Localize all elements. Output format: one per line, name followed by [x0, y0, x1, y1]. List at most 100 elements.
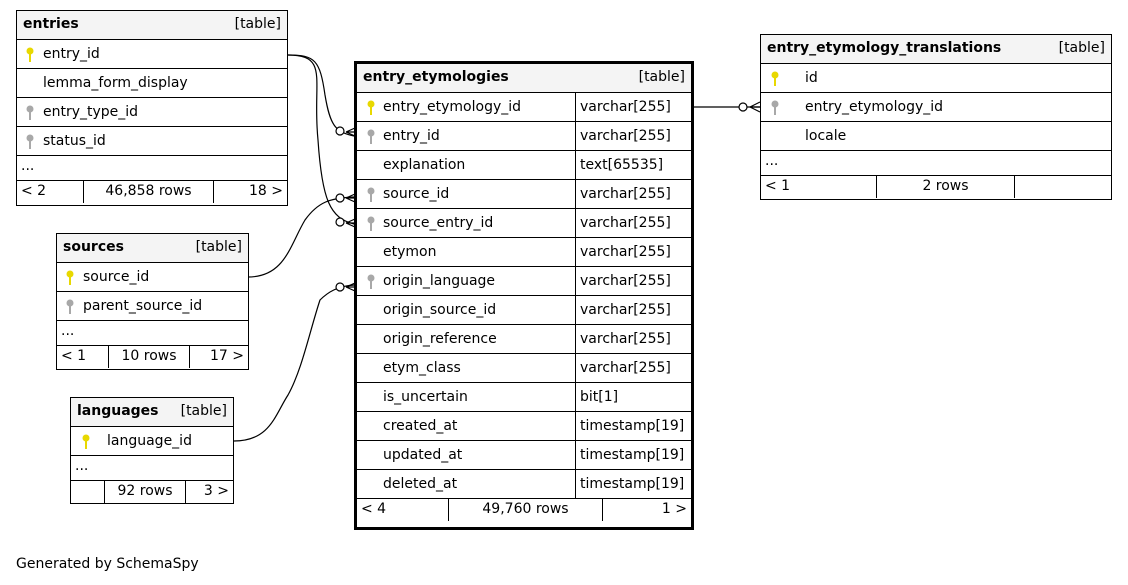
column-name: id [805, 70, 818, 86]
link-sources-to-source-id [247, 196, 355, 278]
column-name: source_id [383, 186, 450, 202]
column-row[interactable]: origin_language varchar[255] [357, 267, 691, 296]
more-columns: ... [17, 156, 287, 181]
foreign-key-icon [26, 134, 34, 149]
table-languages[interactable]: languages [table] language_id ... 92 row… [70, 397, 234, 504]
foreign-key-icon [367, 216, 375, 231]
optional-marker [335, 193, 345, 203]
table-header: sources [table] [57, 234, 248, 263]
column-type: text[65535] [575, 151, 691, 179]
column-name: parent_source_id [83, 298, 203, 314]
table-kind: [table] [180, 403, 227, 419]
column-type: varchar[255] [575, 122, 691, 150]
column-name: etymon [383, 244, 437, 260]
column-name: origin_source_id [383, 302, 497, 318]
column-name: explanation [383, 157, 466, 173]
column-name: entry_type_id [43, 104, 139, 120]
table-sources[interactable]: sources [table] source_id parent_source_… [56, 233, 249, 370]
foreign-key-icon [367, 129, 375, 144]
table-entry-etymology-translations[interactable]: entry_etymology_translations [table] id … [760, 34, 1112, 200]
column-row[interactable]: parent_source_id [57, 292, 248, 321]
column-name: entry_id [43, 46, 100, 62]
column-type: varchar[255] [575, 325, 691, 353]
table-footer: 92 rows 3 > [71, 481, 233, 503]
table-kind: [table] [234, 16, 281, 32]
column-type: varchar[255] [575, 238, 691, 266]
column-row[interactable]: source_entry_id varchar[255] [357, 209, 691, 238]
primary-key-icon [66, 270, 74, 285]
column-row[interactable]: etymon varchar[255] [357, 238, 691, 267]
foreign-key-icon [367, 274, 375, 289]
column-row[interactable]: entry_type_id [17, 98, 287, 127]
column-name: source_entry_id [383, 215, 494, 231]
column-row[interactable]: source_id varchar[255] [357, 180, 691, 209]
crowfoot-marker [345, 282, 356, 292]
column-type: timestamp[19] [575, 412, 691, 440]
parents-count: < 2 [21, 183, 47, 199]
column-row[interactable]: updated_at timestamp[19] [357, 441, 691, 470]
column-name: entry_etymology_id [805, 99, 944, 115]
column-type: varchar[255] [575, 267, 691, 295]
primary-key-icon [26, 47, 34, 62]
table-header: entry_etymologies [table] [357, 64, 691, 93]
optional-marker [335, 126, 345, 136]
column-name: is_uncertain [383, 389, 468, 405]
table-name: entries [23, 16, 79, 32]
column-row[interactable]: status_id [17, 127, 287, 156]
column-row[interactable]: entry_etymology_id [761, 93, 1111, 122]
more-columns: ... [57, 321, 248, 346]
column-name: origin_reference [383, 331, 497, 347]
column-name: language_id [107, 433, 192, 449]
parents-count: < 4 [361, 501, 387, 517]
row-count: 92 rows [104, 481, 185, 503]
column-name: origin_language [383, 273, 496, 289]
primary-key-icon [771, 71, 779, 86]
column-type: varchar[255] [575, 354, 691, 382]
crowfoot-marker [345, 193, 356, 203]
table-footer: < 1 2 rows [761, 176, 1111, 198]
column-name: entry_etymology_id [383, 99, 522, 115]
table-name: languages [77, 403, 159, 419]
column-type: timestamp[19] [575, 441, 691, 469]
column-row[interactable]: lemma_form_display [17, 69, 287, 98]
table-kind: [table] [1058, 40, 1105, 56]
crowfoot-marker [345, 127, 356, 137]
optional-marker [335, 282, 345, 292]
column-name: updated_at [383, 447, 463, 463]
column-row[interactable]: entry_id [17, 40, 287, 69]
column-name: deleted_at [383, 476, 458, 492]
parents-count: < 1 [61, 348, 87, 364]
table-footer: < 1 10 rows 17 > [57, 346, 248, 368]
more-columns: ... [761, 151, 1111, 176]
table-entries[interactable]: entries [table] entry_id lemma_form_disp… [16, 10, 288, 206]
column-type: varchar[255] [575, 180, 691, 208]
column-row[interactable]: origin_reference varchar[255] [357, 325, 691, 354]
optional-marker [738, 102, 748, 112]
column-name: locale [805, 128, 847, 144]
foreign-key-icon [367, 187, 375, 202]
column-row[interactable]: explanation text[65535] [357, 151, 691, 180]
table-entry-etymologies[interactable]: entry_etymologies [table] entry_etymolog… [354, 61, 694, 530]
table-header: entry_etymology_translations [table] [761, 35, 1111, 64]
column-row[interactable]: locale [761, 122, 1111, 151]
optional-marker [335, 217, 345, 227]
primary-key-icon [367, 100, 375, 115]
children-count: 17 > [189, 346, 244, 368]
children-count [1014, 176, 1107, 198]
column-row[interactable]: source_id [57, 263, 248, 292]
column-row[interactable]: id [761, 64, 1111, 93]
table-kind: [table] [195, 239, 242, 255]
column-type: varchar[255] [575, 209, 691, 237]
column-row[interactable]: language_id [71, 427, 233, 456]
children-count: 3 > [185, 481, 229, 503]
foreign-key-icon [26, 105, 34, 120]
more-columns: ... [71, 456, 233, 481]
link-entries-to-entry-id [287, 54, 355, 137]
